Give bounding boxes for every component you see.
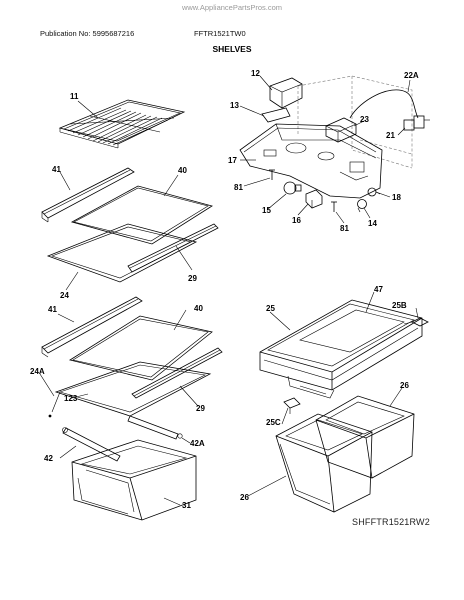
callout-31: 31 [182,501,191,510]
clip-25B[interactable] [403,317,429,327]
callout-42A: 42A [190,439,205,448]
slide-rail-42A[interactable] [127,415,183,440]
callout-17: 17 [228,156,237,165]
clip-25C[interactable] [283,397,301,414]
callout-26-front: 26 [240,493,249,502]
deli-drawer-25[interactable] [259,299,423,399]
callout-25: 25 [266,304,275,313]
screw-81-right[interactable] [331,201,337,212]
connector-21[interactable] [403,119,415,131]
callout-14: 14 [368,219,377,228]
callout-26-back: 26 [400,381,409,390]
deli-cover-glass-47[interactable] [299,309,405,353]
callout-42: 42 [44,454,53,463]
shelf-trim-41-lower[interactable] [41,296,143,358]
callout-40-lower: 40 [194,304,203,313]
crisper-drawer-31[interactable] [71,439,197,521]
publication-number: Publication No: 5995687216 [40,29,135,38]
switch-14[interactable] [357,199,367,213]
callout-81-right: 81 [340,224,349,233]
diagram-code: SHFFTR1521RW2 [352,517,430,527]
shelf-rail-29-lower[interactable] [131,347,223,399]
shelf-frame-24A[interactable] [48,361,212,418]
callout-24: 24 [60,291,69,300]
callout-22A: 22A [404,71,419,80]
thermostat-23[interactable] [325,117,357,143]
leader-lines [39,75,419,506]
callout-29-upper: 29 [188,274,197,283]
screw-81-left[interactable] [269,169,275,180]
cabinet-liner-outline [297,75,413,169]
callout-41-upper: 41 [52,165,61,174]
callout-16: 16 [292,216,301,225]
crisper-drawer-26-front[interactable] [275,413,373,513]
watermark: www.AppliancePartsPros.com [181,3,283,12]
control-housing-17[interactable] [239,123,383,199]
slide-rail-42[interactable] [62,427,121,462]
callout-18: 18 [392,193,401,202]
callout-15: 15 [262,206,271,215]
wire-shelf-11[interactable] [58,99,186,149]
shelf-frame-24[interactable] [46,223,198,283]
callout-25C: 25C [266,418,281,427]
callout-11: 11 [70,92,79,101]
lamp-socket-16[interactable] [305,189,323,209]
bracket-13[interactable] [261,107,291,123]
damper-cover-12[interactable] [269,77,303,109]
callout-12: 12 [251,69,260,78]
callout-24A: 24A [30,367,45,376]
section-title: SHELVES [212,44,252,54]
glass-shelf-40-lower[interactable] [68,315,213,381]
light-bulb-15[interactable] [283,181,302,195]
callout-29-lower: 29 [196,404,205,413]
model-number: FFTR1521TW0 [194,29,246,38]
callout-41-lower: 41 [48,305,57,314]
callout-23: 23 [360,115,369,124]
crisper-drawer-26-back[interactable] [315,395,415,479]
shelf-rail-29-upper[interactable] [127,223,219,273]
shelf-trim-41-upper[interactable] [41,167,135,223]
callout-47: 47 [374,285,383,294]
callout-123: 123 [64,394,78,403]
callout-81-left: 81 [234,183,243,192]
glass-shelf-40-upper[interactable] [70,185,213,245]
callout-25B: 25B [392,301,407,310]
callout-13: 13 [230,101,239,110]
callout-21: 21 [386,131,395,140]
callout-40-upper: 40 [178,166,187,175]
